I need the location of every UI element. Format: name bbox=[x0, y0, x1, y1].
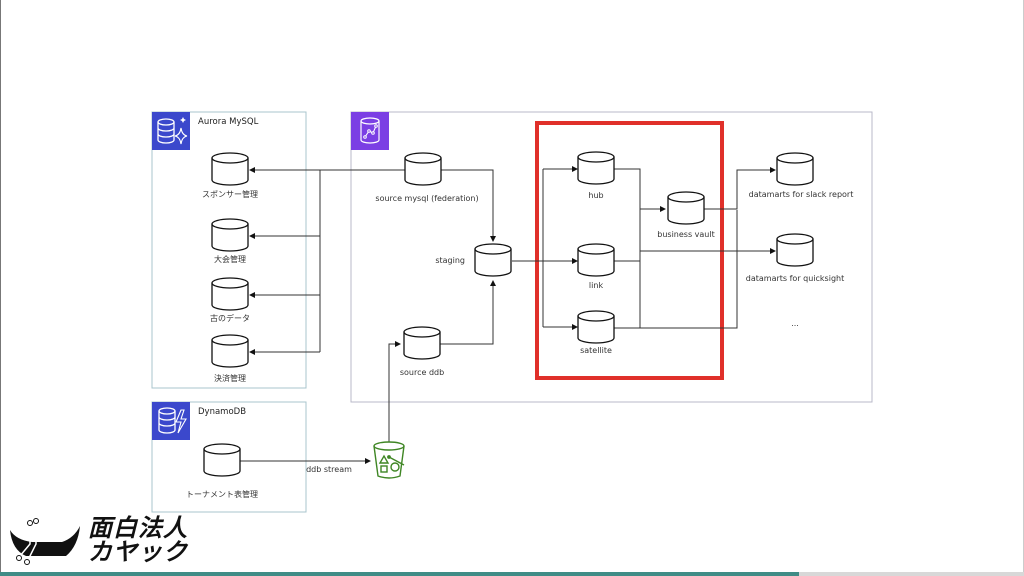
label-payment: 決済管理 bbox=[214, 373, 246, 383]
edges bbox=[240, 166, 776, 464]
label-ddb-stream: ddb stream bbox=[306, 465, 352, 474]
label-old-data: 古のデータ bbox=[210, 313, 250, 323]
logo-line-2: カヤック bbox=[88, 538, 188, 566]
dynamodb-icon bbox=[152, 402, 190, 440]
dm-slack-db-icon bbox=[776, 152, 814, 186]
business-vault-db-icon bbox=[667, 191, 705, 225]
satellite-db-icon bbox=[577, 310, 615, 344]
edge-satellite-out bbox=[614, 210, 738, 329]
label-dm-quicksight: datamarts for quicksight bbox=[746, 274, 844, 283]
label-more: ... bbox=[791, 319, 799, 328]
edge-source-ddb-to-staging bbox=[440, 280, 496, 345]
label-link: link bbox=[589, 281, 604, 290]
dynamodb-group-label: DynamoDB bbox=[198, 407, 246, 417]
frame-edge-left bbox=[0, 0, 1, 576]
source-ddb-db-icon bbox=[403, 326, 441, 360]
dm-quicksight-db-icon bbox=[776, 233, 814, 267]
label-source-mysql: source mysql (federation) bbox=[375, 194, 478, 203]
hub-db-icon bbox=[577, 151, 615, 185]
kayak-boat-icon bbox=[10, 518, 80, 565]
edge-to-dm-slack bbox=[704, 167, 776, 210]
label-business-vault: business vault bbox=[657, 230, 714, 239]
aurora-group-label: Aurora MySQL bbox=[198, 117, 259, 127]
label-sponsor: スポンサー管理 bbox=[202, 189, 258, 199]
label-tournament: 大会管理 bbox=[214, 254, 246, 264]
label-bracket: トーナメント表管理 bbox=[186, 489, 258, 499]
old-data-db-icon bbox=[211, 277, 249, 311]
dynamodb-group bbox=[151, 401, 307, 513]
slide-progress-fill bbox=[0, 572, 799, 576]
staging-db-icon bbox=[474, 243, 512, 277]
bracket-db-icon bbox=[203, 443, 241, 477]
label-staging: staging bbox=[435, 256, 465, 265]
label-source-ddb: source ddb bbox=[400, 368, 444, 377]
edge-dv-trunk bbox=[614, 168, 641, 328]
source-mysql-db-icon bbox=[404, 152, 442, 186]
sponsor-db-icon bbox=[211, 152, 249, 186]
datalake-group bbox=[350, 111, 873, 403]
logo-line-1: 面白法人 bbox=[88, 514, 188, 542]
label-satellite: satellite bbox=[580, 346, 612, 355]
kayac-logo: 面白法人 カヤック bbox=[6, 514, 226, 566]
slide-progress-bar bbox=[0, 572, 1024, 576]
aurora-database-icon bbox=[152, 112, 190, 150]
tournament-db-icon bbox=[211, 218, 249, 252]
s3-bucket-icon bbox=[373, 441, 405, 479]
label-hub: hub bbox=[588, 191, 603, 200]
edge-source-mysql-to-staging bbox=[441, 169, 496, 242]
aurora-mysql-group bbox=[151, 111, 307, 389]
link-db-icon bbox=[577, 243, 615, 277]
edge-bucket-to-source-ddb bbox=[388, 341, 401, 442]
analytics-database-icon bbox=[351, 112, 389, 150]
payment-db-icon bbox=[211, 334, 249, 368]
label-dm-slack: datamarts for slack report bbox=[749, 190, 854, 199]
